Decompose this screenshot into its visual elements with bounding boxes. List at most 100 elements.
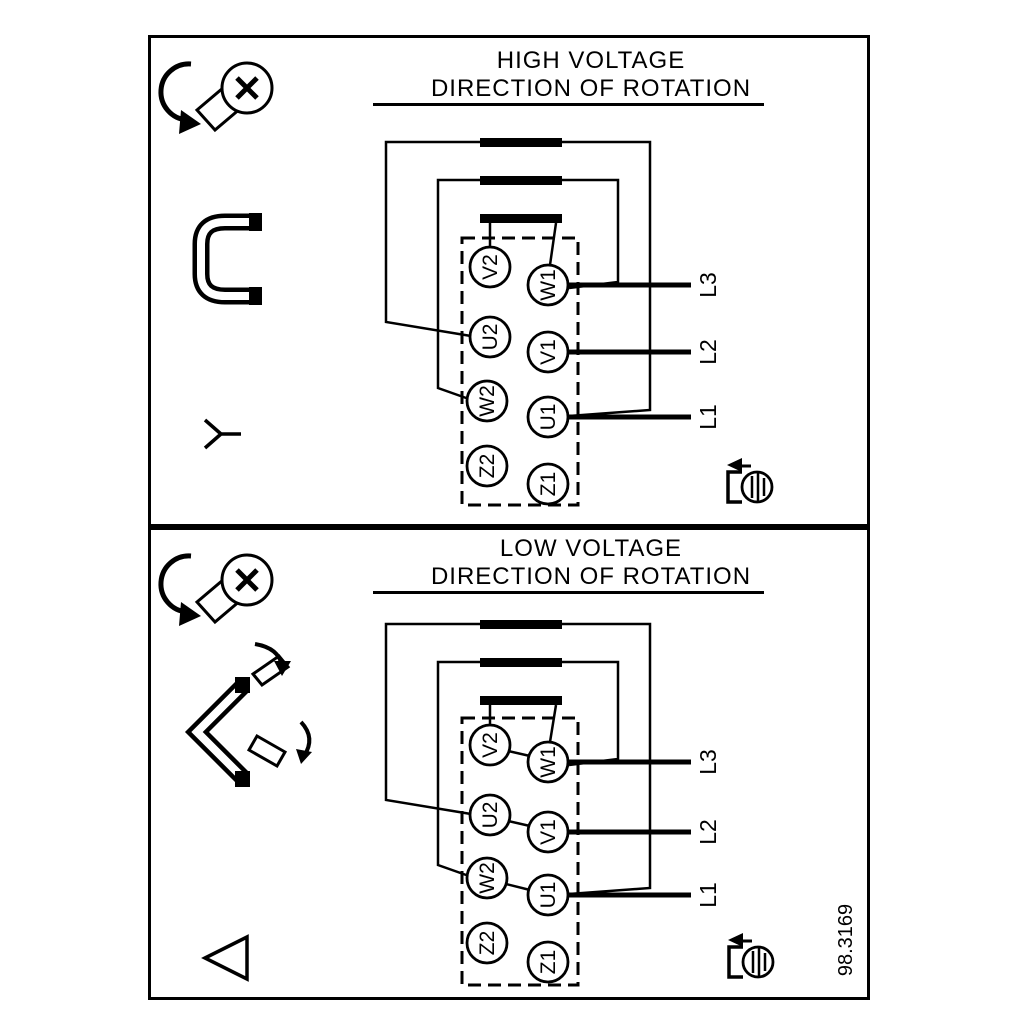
low-voltage-panel: LOW VOLTAGE DIRECTION OF ROTATION: [148, 527, 870, 1000]
terminal-circle: [468, 723, 512, 767]
wire-bar3-w1: [548, 704, 558, 743]
bracket-end-top: [249, 213, 262, 231]
terminal-label: V2: [479, 254, 502, 280]
terminal-label: V2: [479, 732, 502, 758]
wire-bar2-w2: [436, 178, 480, 401]
rotation-arrow-arc: [158, 553, 192, 615]
terminal-box: [460, 716, 580, 987]
jumper-bar-2: [480, 658, 562, 667]
terminal-label: U1: [537, 404, 560, 431]
low-voltage-diagram: LOW VOLTAGE DIRECTION OF ROTATION: [158, 535, 857, 987]
star-symbol-icon: [203, 418, 241, 450]
bracket-inner: [197, 218, 255, 300]
terminal-label: Z2: [476, 454, 499, 479]
terminal-w1: W1: [526, 740, 570, 784]
view-bracket: [727, 945, 743, 979]
rotation-arrow-arc: [158, 61, 192, 123]
reference-number: 98.3169: [835, 904, 857, 976]
bracket-end-bottom: [235, 771, 250, 787]
terminal-label: U1: [537, 882, 560, 909]
terminal-label: W1: [537, 269, 560, 301]
jumper-bar-3: [480, 214, 562, 223]
terminal-v2: V2: [468, 723, 512, 767]
terminal-circle: [526, 740, 570, 784]
supply-leads: L3 L2 L1: [568, 749, 721, 908]
rotation-view-icon: [727, 933, 775, 979]
line-label-l3: L3: [695, 272, 721, 298]
terminal-circle: [465, 856, 509, 900]
title-underline: [373, 103, 764, 106]
terminal-label: Z1: [537, 472, 560, 497]
phillips-cross: [235, 568, 259, 592]
move-arrowhead-lower: [296, 749, 312, 764]
terminal-circle: [526, 395, 570, 439]
terminal-u2: U2: [468, 793, 512, 837]
high-voltage-diagram: HIGH VOLTAGE DIRECTION OF ROTATION: [158, 47, 774, 507]
terminal-label: W2: [476, 862, 499, 894]
terminal-circle: [526, 330, 570, 374]
title-underline: [373, 591, 764, 594]
jumper-bar-1: [480, 138, 562, 147]
terminal-box: [460, 236, 580, 507]
terminal-u1: U1: [526, 873, 570, 917]
terminal-label: W1: [537, 746, 560, 778]
terminal-z1: Z1: [526, 940, 570, 984]
screw-rotation-icon: [158, 553, 274, 626]
terminal-circle: [468, 793, 512, 837]
move-arrowhead-upper: [274, 661, 291, 676]
wire-bar1-u2: [384, 140, 480, 338]
terminal-circle: [526, 940, 570, 984]
jumper-bar-3: [480, 696, 562, 705]
wire-bar1-u1: [562, 140, 652, 418]
phillips-cross: [235, 76, 259, 100]
terminal-circle: [468, 245, 512, 289]
wire-bar3-w1: [548, 222, 558, 266]
jumper-bar-2: [480, 176, 562, 185]
wire-bar1-u2: [384, 622, 480, 816]
view-arrowhead: [728, 933, 743, 947]
delta-symbol-icon: [201, 934, 249, 982]
terminal-u1: U1: [526, 395, 570, 439]
jumper-strip-lower: [246, 733, 288, 769]
bracket-end-bottom: [249, 287, 262, 305]
terminal-circle: [465, 921, 509, 965]
terminal-label: V1: [537, 339, 560, 365]
terminal-v1: V1: [526, 810, 570, 854]
terminal-label: V1: [537, 819, 560, 845]
terminals: V2 W1 U2 V1 W2: [465, 723, 570, 984]
delta-link-v2-w1: [507, 749, 531, 758]
screw-rotation-icon: [158, 61, 274, 134]
delta-link-u2-v1: [507, 819, 531, 828]
wiring: [384, 140, 652, 418]
terminal-v1: V1: [526, 330, 570, 374]
line-label-l1: L1: [695, 404, 721, 430]
terminal-label: Z1: [537, 950, 560, 975]
terminal-label: Z2: [476, 931, 499, 956]
terminal-circle: [526, 462, 570, 506]
line-label-l2: L2: [695, 339, 721, 365]
open-bracket-outer: [184, 679, 250, 785]
terminal-z2: Z2: [465, 444, 509, 488]
terminal-circle: [465, 444, 509, 488]
panel-title-line1: LOW VOLTAGE: [500, 535, 682, 562]
bracket-outer: [192, 213, 255, 305]
view-screw-slots: [751, 948, 767, 976]
terminals: V2 W1 U2 V1 W2: [465, 245, 570, 506]
wiring: [384, 622, 652, 896]
view-arrowhead: [727, 458, 742, 472]
terminal-v2: V2: [468, 245, 512, 289]
terminal-z1: Z1: [526, 462, 570, 506]
terminal-circle: [465, 379, 509, 423]
rotation-arrowhead: [179, 602, 201, 626]
terminal-w2: W2: [465, 379, 509, 423]
high-voltage-panel: HIGH VOLTAGE DIRECTION OF ROTATION: [148, 35, 870, 527]
line-label-l2: L2: [695, 819, 721, 845]
terminal-circle: [526, 263, 570, 307]
terminal-circle: [526, 810, 570, 854]
jumper-bars: [480, 620, 562, 705]
terminal-w2: W2: [465, 856, 509, 900]
terminal-w1: W1: [526, 263, 570, 307]
panel-title-line2: DIRECTION OF ROTATION: [431, 563, 751, 590]
rotation-arrowhead: [179, 110, 201, 134]
